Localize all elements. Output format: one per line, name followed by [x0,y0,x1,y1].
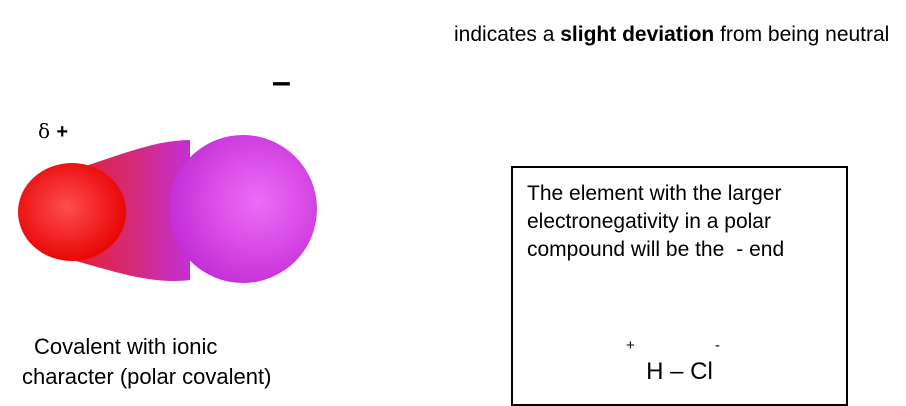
hcl-formula: H – Cl [646,358,713,385]
intro-bold-phrase: slight deviation [560,23,715,46]
positive-sign: + [56,121,69,143]
partial-positive-label: δ + [38,119,68,144]
negative-charge-label: – [272,63,291,101]
caption-line-2: character (polar covalent) [22,364,272,389]
intro-after: from being neutral [714,23,890,46]
charge-row: + - [513,337,846,357]
intro-text: indicates a slight deviation from being … [388,20,898,49]
intro-before: indicates a [454,23,561,46]
electronegativity-note-box: The element with the larger electronegat… [511,166,848,406]
polar-molecule-illustration [18,135,317,283]
small-atom [18,163,126,261]
note-body: The element with the larger electronegat… [527,182,782,261]
charge-negative: - [715,337,720,354]
large-atom [169,135,317,283]
note-text: The element with the larger electronegat… [527,180,839,264]
note-end-text: - end [736,238,785,261]
charge-positive: + [626,337,635,354]
caption-line-1: Covalent with ionic [34,334,218,359]
delta-symbol: δ [38,119,51,143]
molecule-caption: Covalent with ionic character (polar cov… [22,332,271,392]
